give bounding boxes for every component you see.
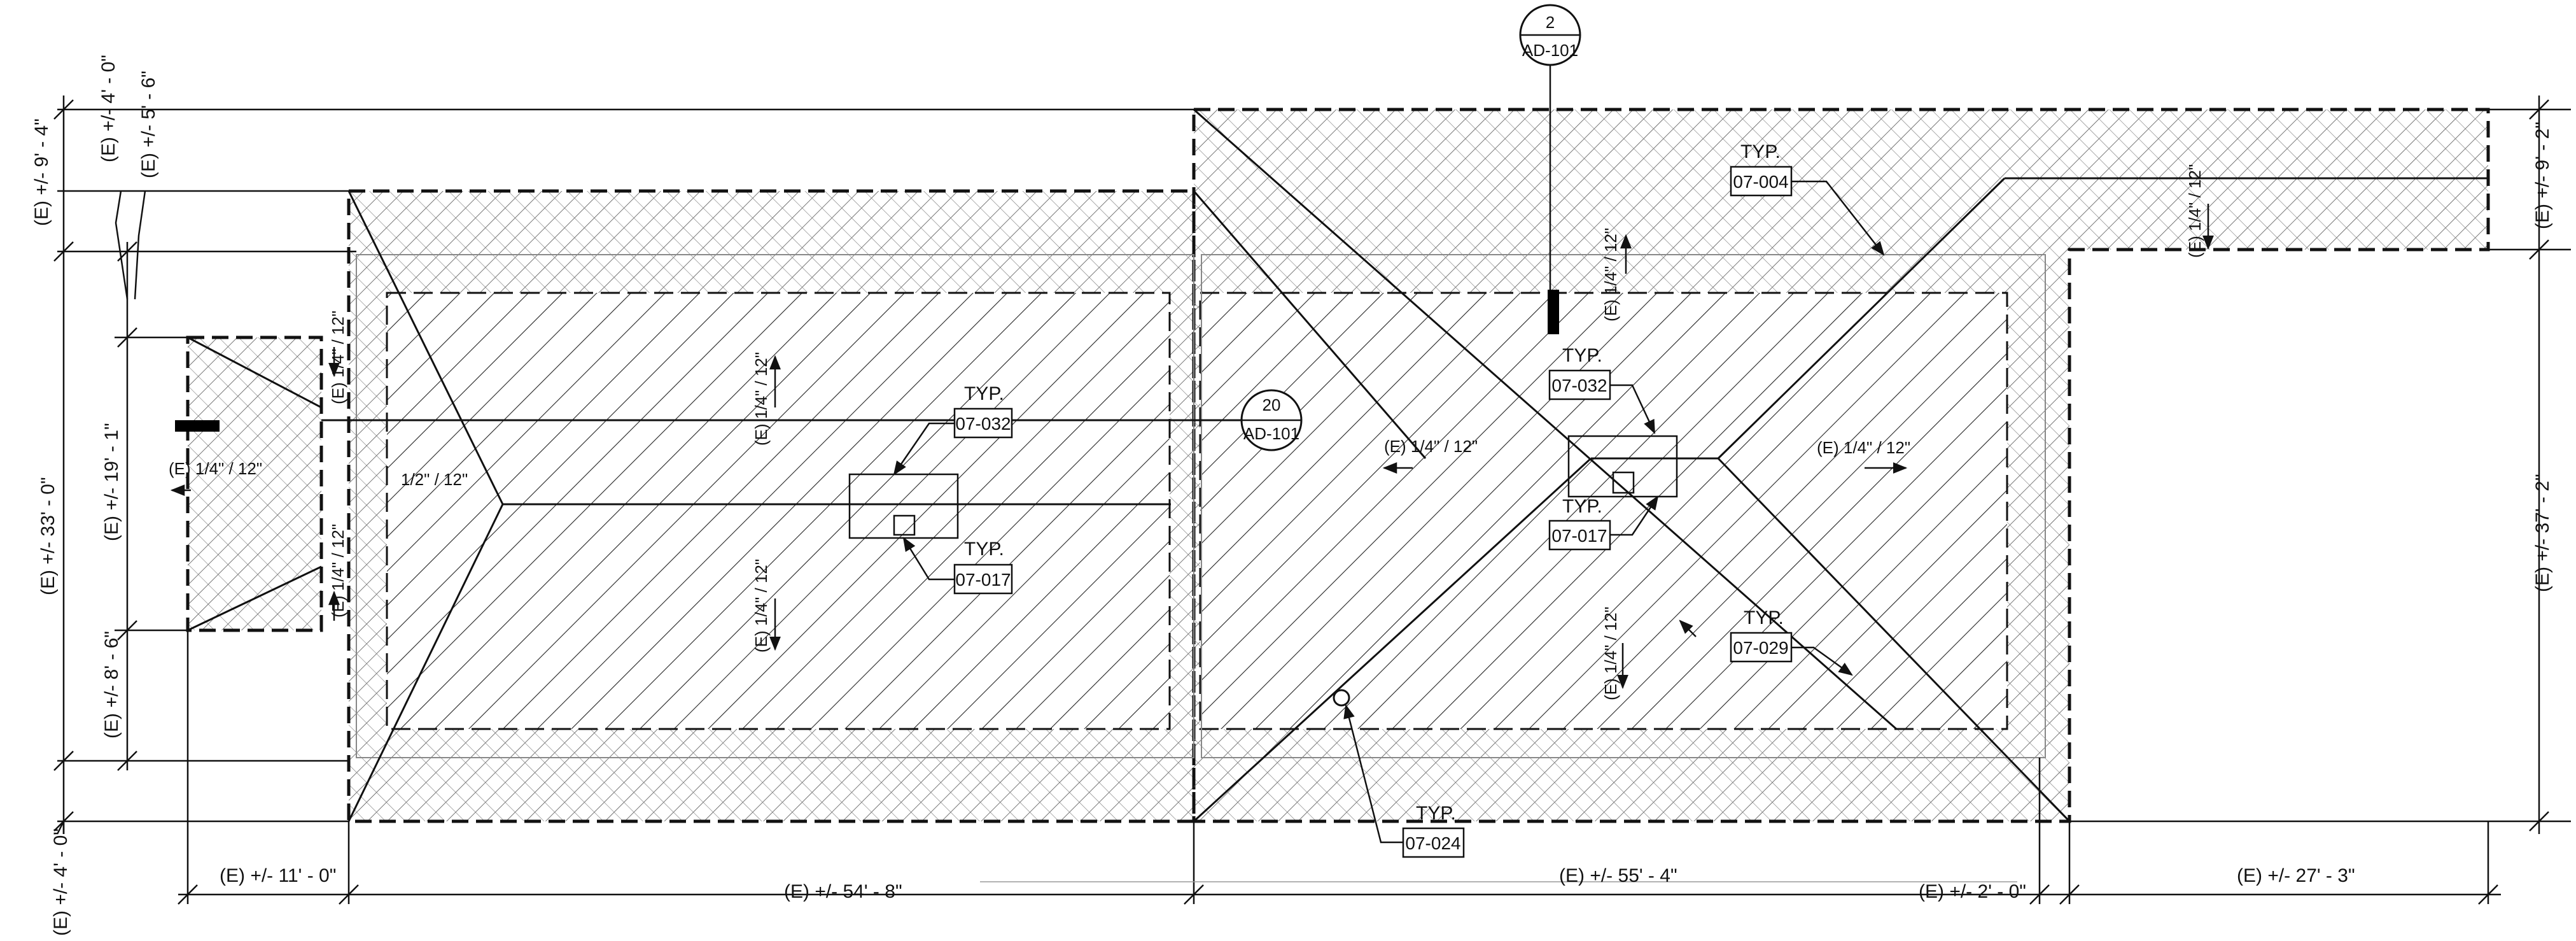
- slope-east-upper: (E) 1/4" / 12": [1601, 228, 1620, 322]
- typ-label: TYP.: [1744, 607, 1784, 628]
- typ-label: TYP.: [1416, 803, 1456, 824]
- dim-bottom-11-0: (E) +/- 11' - 0": [220, 865, 336, 886]
- slope-east-left: (E) 1/4" / 12": [1384, 437, 1478, 456]
- dimension-lines: [53, 96, 2571, 905]
- east-drain: [1567, 435, 1678, 498]
- dim-left-5-6: (E) +/- 5' - 6": [138, 71, 159, 178]
- dim-right-37-2: (E) +/- 37' - 2": [2532, 474, 2553, 592]
- dimension-labels: (E) +/- 9' - 4" (E) +/- 4' - 0" (E) +/- …: [31, 55, 2553, 936]
- slope-east-lower: (E) 1/4" / 12": [1601, 607, 1620, 700]
- typ-label: TYP.: [964, 383, 1004, 404]
- roof-areas: [186, 108, 2490, 823]
- dim-bottom-27-3: (E) +/- 27' - 3": [2237, 865, 2355, 886]
- dim-left-9-4: (E) +/- 9' - 4": [31, 118, 52, 226]
- dim-left-4-0-top: (E) +/- 4' - 0": [98, 55, 119, 162]
- detail-tag: 07-017: [1551, 526, 1607, 546]
- callout-vent[interactable]: TYP. 07-024: [1402, 803, 1465, 858]
- callout-west-drain-bottom[interactable]: TYP. 07-017: [953, 539, 1013, 595]
- dim-left-4-0-bottom: (E) +/- 4' - 0": [50, 828, 71, 936]
- slope-small-roof-left: (E) 1/4" / 12": [169, 459, 262, 478]
- dim-right-9-2: (E) +/- 9' - 2": [2532, 122, 2553, 229]
- slope-east-right: (E) 1/4" / 12": [1817, 438, 1910, 457]
- slope-half-inch: 1/2" / 12": [401, 470, 468, 489]
- slope-small-roof-bottom: (E) 1/4" / 12": [328, 524, 347, 618]
- callout-east-drain-top[interactable]: TYP. 07-032: [1548, 345, 1611, 400]
- typ-label: TYP.: [1562, 345, 1602, 366]
- section-bubble-middle[interactable]: 20 AD-101: [1240, 389, 1303, 451]
- section-sheet: AD-101: [1243, 424, 1299, 443]
- dim-left-19-1: (E) +/- 19' - 1": [101, 423, 122, 541]
- slope-labels: (E) 1/4" / 12" (E) 1/4" / 12" (E) 1/4" /…: [169, 164, 2204, 700]
- detail-tag: 07-004: [1733, 172, 1788, 192]
- callout-east-flashing[interactable]: TYP. 07-029: [1730, 607, 1793, 663]
- detail-tag: 07-032: [955, 414, 1011, 434]
- detail-tag: 07-017: [955, 570, 1011, 590]
- callout-leaders: [893, 60, 1885, 844]
- equipment-bar-top: [1548, 290, 1559, 334]
- section-bubble-top[interactable]: 2 AD-101: [1519, 4, 1581, 66]
- dim-left-33-0: (E) +/- 33' - 0": [38, 477, 59, 595]
- slope-arrows: [170, 204, 2214, 690]
- ridge-lines: [187, 108, 2488, 823]
- slope-wing: (E) 1/4" / 12": [2185, 164, 2204, 258]
- detail-tag: 07-024: [1405, 833, 1460, 853]
- dim-bottom-2-0: (E) +/- 2' - 0": [1919, 881, 2026, 902]
- slope-small-roof-top: (E) 1/4" / 12": [328, 311, 347, 404]
- callout-east-drain-bottom[interactable]: TYP. 07-017: [1548, 496, 1611, 551]
- detail-tag: 07-029: [1733, 638, 1788, 658]
- callout-wing[interactable]: TYP. 07-004: [1730, 141, 1793, 197]
- section-number: 2: [1546, 13, 1555, 32]
- section-sheet: AD-101: [1522, 41, 1578, 60]
- typ-label: TYP.: [1562, 496, 1602, 517]
- dim-left-8-6: (E) +/- 8' - 6": [101, 631, 122, 739]
- vent-icon: [1333, 689, 1350, 707]
- typ-label: TYP.: [964, 539, 1004, 560]
- slope-west-upper: (E) 1/4" / 12": [752, 352, 771, 446]
- section-number: 20: [1263, 395, 1281, 414]
- dim-bottom-55-4: (E) +/- 55' - 4": [1559, 865, 1677, 886]
- callout-west-drain-top[interactable]: TYP. 07-032: [953, 383, 1013, 439]
- typ-label: TYP.: [1740, 141, 1781, 162]
- slope-west-lower: (E) 1/4" / 12": [752, 559, 771, 653]
- dim-bottom-54-8: (E) +/- 54' - 8": [784, 881, 902, 902]
- equipment-bar-left: [175, 420, 220, 432]
- detail-tag: 07-032: [1551, 376, 1607, 395]
